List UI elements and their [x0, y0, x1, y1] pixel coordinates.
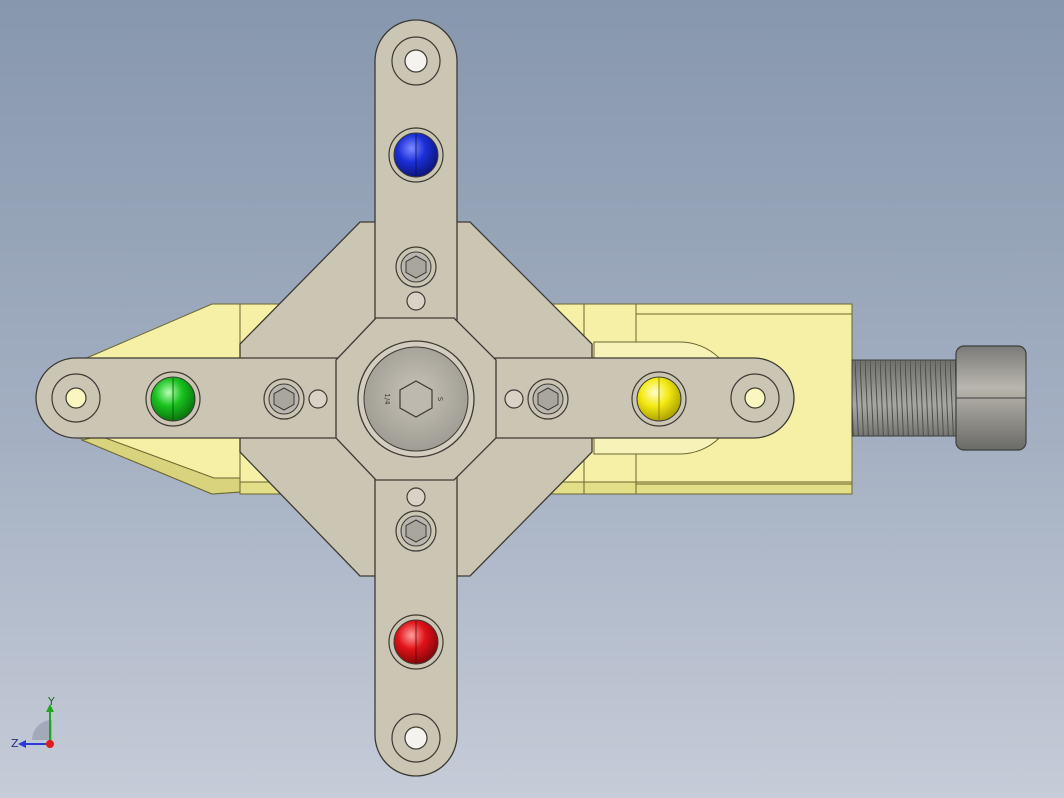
left-hole — [65, 387, 87, 409]
bottom-hole — [404, 726, 428, 750]
y-axis-arrowhead-icon — [46, 704, 54, 712]
bolt-top[interactable] — [395, 246, 437, 288]
yellow-marker[interactable] — [631, 371, 687, 427]
triad-label-z: Z — [11, 737, 19, 750]
hub-engraving-left: 1/4 — [383, 393, 391, 405]
pin-left — [308, 389, 328, 409]
pin-right — [504, 389, 524, 409]
pin-bottom — [406, 487, 426, 507]
triad-plane-icon — [32, 720, 52, 740]
bolt-bottom[interactable] — [395, 510, 437, 552]
x-axis-dot-icon — [46, 740, 54, 748]
bolt-left[interactable] — [263, 378, 305, 420]
z-axis-arrowhead-icon — [18, 740, 26, 748]
screw-thread — [851, 359, 957, 437]
red-marker[interactable] — [388, 614, 444, 670]
pin-top — [406, 291, 426, 311]
triad-label-y: Y — [47, 696, 55, 708]
hub-engraving-right: S — [436, 397, 444, 402]
orientation-triad[interactable]: Y Z — [8, 696, 68, 756]
blue-marker[interactable] — [388, 127, 444, 183]
screw-assembly[interactable] — [851, 345, 1027, 451]
bolt-right[interactable] — [527, 378, 569, 420]
top-hole — [404, 49, 428, 73]
center-hub[interactable]: 1/4 S — [335, 317, 497, 481]
hub-hex-socket — [399, 380, 433, 418]
green-marker[interactable] — [145, 371, 201, 427]
right-hole — [744, 387, 766, 409]
